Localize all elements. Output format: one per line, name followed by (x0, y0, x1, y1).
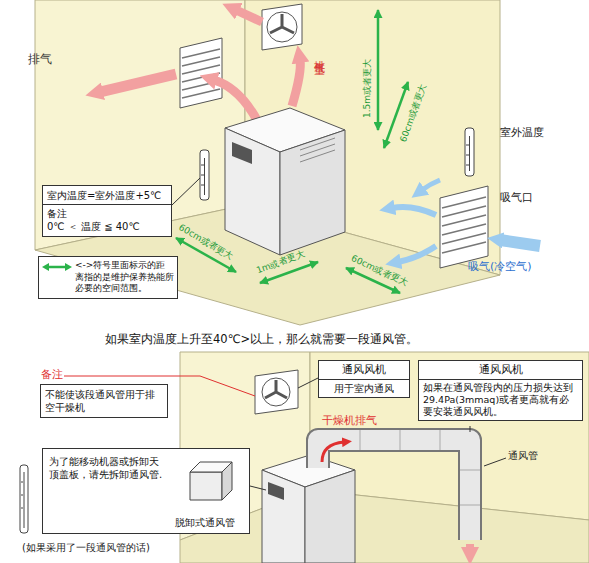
duct-icon (190, 472, 222, 500)
exhaust-arrow (466, 544, 474, 550)
swatch-line (47, 266, 67, 269)
box-heading: 室内温度=室外温度+5℃ (43, 186, 171, 204)
box-text: 用于室内通风 (319, 380, 409, 397)
intake-arrow (398, 246, 436, 262)
note-box: 备注不能使该段通风管用于排空干燥机 (40, 384, 168, 418)
annotation: 如果室内温度上升至40℃>以上，那么就需要一段通风管。 (105, 333, 418, 347)
control-panel (232, 142, 252, 164)
duct-joints (360, 430, 480, 505)
fan-ring (267, 12, 297, 42)
thermometer-scale (466, 136, 470, 171)
exhaust-arrow (100, 74, 176, 92)
leader-line (298, 378, 318, 388)
annotation: 干燥机排气 (322, 414, 377, 427)
fan-ring (262, 378, 290, 406)
thermometer-scale (21, 472, 24, 528)
annotation: 60cm或者更大 (177, 222, 235, 262)
box-heading: 备注 (41, 368, 63, 382)
annotation: 通风管 (508, 450, 538, 462)
note-box: 室内温度=室外温度+5℃备注0℃ ＜ 温度 ≦ 40℃ (42, 185, 172, 237)
louver-slats (182, 49, 220, 98)
louver-slats (442, 197, 486, 253)
wall-fan (262, 4, 302, 50)
duct-icon (222, 462, 232, 500)
annotation: 排气 (28, 52, 52, 66)
thermometer (20, 465, 28, 533)
dimension-arrow (176, 238, 236, 272)
fan-blades (270, 14, 294, 33)
box-heading: 为了能移动机器或拆卸天顶盖板，请先拆卸通风管. (43, 449, 171, 485)
box-text: 如果在通风管段内的压力损失达到29.4Pa(3mmaq)或者更高就有必要安装通风… (419, 380, 582, 420)
annotation: 60cm或者更大 (398, 83, 429, 144)
dryer-front (225, 128, 280, 255)
dryer-side (305, 470, 355, 563)
ventilation-duct (318, 440, 470, 540)
dimension-arrow (377, 10, 380, 130)
exhaust-louver (180, 38, 222, 108)
exhaust-arrow (292, 60, 300, 106)
thermometer-scale (201, 158, 205, 195)
leader-line (250, 486, 266, 490)
box-heading: 通风风机 (319, 361, 409, 380)
leader-line (64, 376, 255, 396)
note-box: 通风风机用于室内通风 (318, 360, 410, 398)
legend-text: <->符号里面标示的距离指的是维护保养热能所必要的空间范围。 (75, 260, 174, 295)
box-text: 不能使该段通风管用于排空干燥机 (41, 385, 167, 417)
legend-box: <->符号里面标示的距离指的是维护保养热能所必要的空间范围。 (38, 256, 178, 299)
dimension-arrow (260, 262, 318, 283)
annotation: 1m或者更大 (255, 249, 306, 276)
dimension-arrow (384, 82, 408, 148)
dryer-front (262, 470, 305, 563)
exhaust-arrow (236, 10, 262, 22)
annotation: (如果采用了一段通风管的话) (22, 542, 150, 554)
duct-icon (190, 462, 232, 472)
note-box: 为了能移动机器或拆卸天顶盖板，请先拆卸通风管. 脱卸式通风管 (42, 448, 250, 534)
legend-row: <->符号里面标示的距离指的是维护保养热能所必要的空间范围。 (42, 260, 174, 295)
thermometer (200, 150, 209, 200)
annotation: 1.5m或者更大 (362, 59, 373, 118)
leader-line (172, 178, 200, 205)
exhaust-arrow (214, 80, 258, 122)
thermometer (465, 128, 474, 176)
annotation: 室外温度 (500, 126, 544, 139)
duct-outline (318, 440, 470, 540)
fan-blades (265, 380, 287, 398)
dryer-side (280, 130, 345, 255)
wall-fan (255, 370, 298, 414)
leader-line (484, 458, 506, 466)
exhaust-arrow (322, 442, 344, 462)
annotation: 60cm或者更大 (349, 253, 409, 289)
annotation: 吸气口 (500, 191, 533, 204)
note-box: 通风风机如果在通风管段内的压力损失达到29.4Pa(3mmaq)或者更高就有必要… (418, 360, 583, 421)
annotation: 吸气(冷空气) (468, 260, 532, 273)
vent-grille (300, 138, 335, 162)
box-text: 0℃ ＜ 温度 ≦ 40℃ (43, 220, 171, 236)
intake-arrow (392, 207, 436, 215)
legend-swatch (42, 262, 72, 272)
intake-arrow (500, 240, 540, 246)
intake-arrow (422, 180, 440, 190)
leader-line (470, 426, 471, 432)
box-text: 脱卸式通风管 (175, 516, 235, 529)
swatch-heads (42, 263, 72, 271)
dimension-arrow (346, 268, 400, 293)
control-panel (268, 482, 284, 500)
box-heading: 通风风机 (419, 361, 582, 380)
annotation: 排气量 (313, 52, 326, 58)
box-text: 备注 (43, 204, 171, 220)
intake-louver (440, 186, 488, 268)
